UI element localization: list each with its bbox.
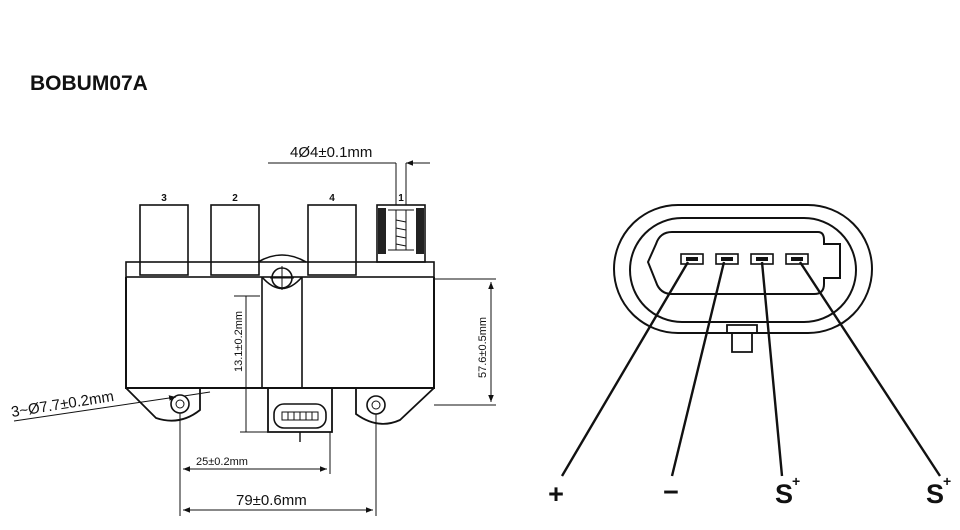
dim-height-small: 13.1±0.2mm	[233, 295, 268, 433]
dim-height-small-label: 13.1±0.2mm	[233, 311, 245, 372]
tower-2	[210, 204, 260, 276]
coil-side-view: 3 2 4 1	[125, 193, 435, 442]
connector-lock-tab	[726, 324, 758, 353]
dim-pin-hole: 4Ø4±0.1mm	[268, 144, 430, 205]
connector-pins	[680, 253, 809, 265]
dim-pin-hole-label: 4Ø4±0.1mm	[290, 144, 372, 161]
terminal-minus-label: −	[663, 477, 679, 507]
part-number-title: BOBUM07A	[30, 72, 148, 95]
dim-mount-hole-label: 3~Ø7.7±0.2mm	[10, 388, 115, 421]
terminal-s2-label: S	[926, 479, 944, 509]
bottom-connector-plug	[273, 403, 327, 429]
coil-top-band	[125, 261, 435, 278]
mount-ear-left	[125, 387, 201, 422]
terminal-s1-sup: +	[792, 473, 800, 489]
dim-height-total: 57.6±0.5mm	[434, 278, 496, 406]
dim-offset-label: 25±0.2mm	[196, 456, 248, 468]
tower-label-2: 2	[232, 193, 238, 204]
tower-1	[376, 204, 426, 263]
pin-s2	[785, 253, 809, 265]
tower-label-3: 3	[161, 193, 167, 204]
connector-insert	[646, 231, 841, 295]
coil-center-recess	[261, 277, 303, 388]
dim-offset: 25±0.2mm	[179, 413, 331, 474]
pin-minus	[715, 253, 739, 265]
dim-width: 79±0.6mm	[179, 414, 377, 516]
tower-4	[307, 204, 357, 276]
coil-body	[125, 277, 435, 389]
terminal-plus-label: +	[548, 479, 564, 509]
connector-face-view: + − S + S +	[548, 204, 951, 509]
dim-height-total-label: 57.6±0.5mm	[477, 317, 489, 378]
terminal-s2-sup: +	[943, 473, 951, 489]
terminal-s1-label: S	[775, 479, 793, 509]
mount-hole-right-icon	[366, 395, 386, 415]
tower-label-1: 1	[398, 193, 404, 204]
connector-outer-shell	[613, 204, 873, 334]
mount-ear-right	[355, 387, 435, 425]
dim-width-label: 79±0.6mm	[236, 492, 307, 509]
pin-plus	[680, 253, 704, 265]
connector-inner-shell	[629, 217, 857, 323]
tower-label-4: 4	[329, 193, 335, 204]
tower-3	[139, 204, 189, 276]
